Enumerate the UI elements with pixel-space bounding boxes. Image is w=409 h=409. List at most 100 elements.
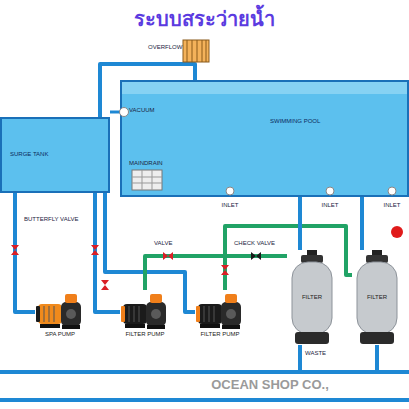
motor-fin — [139, 306, 140, 322]
part-label: VALVE — [154, 240, 172, 247]
overflow-grate — [183, 40, 209, 62]
motor-fin — [134, 306, 135, 322]
pump-base — [40, 324, 60, 328]
sand-filter: FILTER — [287, 250, 337, 345]
part-label: INLET — [221, 202, 238, 209]
overflow-grate — [183, 40, 209, 62]
pump-picture — [35, 290, 85, 330]
motor-fin — [129, 306, 130, 322]
pump-housing — [146, 302, 166, 326]
grate-bar — [187, 40, 188, 62]
motor-cap — [121, 306, 125, 322]
grate-bar — [142, 170, 143, 190]
pipe-connector — [298, 197, 302, 250]
watermark: OCEAN SHOP CO., — [211, 378, 329, 393]
pump-port — [151, 309, 161, 319]
valve-symbol — [91, 245, 99, 255]
pipe-connector — [95, 193, 120, 312]
pool-outline — [120, 80, 409, 197]
pipe-connector — [225, 226, 352, 290]
motor-cap — [196, 306, 200, 322]
inlet-fitting — [226, 187, 234, 195]
strainer-lid — [225, 294, 237, 303]
diagram-title: ระบบสระว่ายน้ำ — [0, 6, 409, 32]
pipe-connector — [145, 256, 287, 290]
pump-picture — [120, 290, 170, 330]
motor-fin — [209, 306, 210, 322]
pump-label: FILTER PUMP — [200, 331, 239, 338]
part-label: CHECK VALVE — [234, 240, 275, 247]
filter-pump: FILTER PUMP — [120, 290, 170, 339]
pump-base — [222, 325, 240, 329]
grate-bar — [152, 170, 153, 190]
part-label: INLET — [383, 202, 400, 209]
grate-bar — [197, 40, 198, 62]
part-label: BUTTERFLY VALVE — [24, 216, 79, 223]
return-pipe — [0, 370, 409, 374]
motor-fin — [49, 306, 50, 322]
part-label: OVERFLOW — [148, 44, 182, 51]
pump-port — [226, 309, 236, 319]
pipe-connector — [105, 193, 195, 312]
return-pipe — [0, 398, 409, 402]
swimming-pool: SWIMMING POOL — [120, 80, 409, 197]
inlet-fitting — [388, 187, 396, 195]
pump-base — [62, 325, 80, 329]
vacuum-fitting — [120, 108, 129, 117]
pump-base — [147, 325, 165, 329]
surge-tank: SURGE TANK — [0, 117, 110, 193]
inlet-fitting — [326, 187, 334, 195]
pump-housing — [221, 302, 241, 326]
spa-pump: SPA PUMP — [35, 290, 85, 339]
pump-motor — [38, 304, 62, 324]
part-label: INLET — [321, 202, 338, 209]
motor-cap — [36, 306, 40, 322]
filter-tank — [357, 262, 397, 334]
pipe-connector — [360, 197, 364, 250]
valve-symbol — [163, 252, 173, 260]
area-label: SWIMMING POOL — [270, 118, 320, 125]
motor-fin — [204, 306, 205, 322]
pressure-indicator — [391, 226, 403, 238]
filter-base — [295, 332, 329, 344]
valve-symbol — [101, 280, 109, 290]
filter-base — [360, 332, 394, 344]
part-label: WASTE — [305, 350, 326, 357]
filter-label: FILTER — [302, 294, 322, 301]
pump-motor — [198, 304, 222, 324]
pump-base — [200, 324, 220, 328]
pump-base — [125, 324, 145, 328]
grate-bar — [202, 40, 203, 62]
pump-port — [66, 309, 76, 319]
pump-label: FILTER PUMP — [125, 331, 164, 338]
pool-water — [121, 81, 408, 196]
maindrain-grate — [132, 170, 162, 190]
motor-fin — [214, 306, 215, 322]
grate-bar — [132, 177, 162, 178]
pump-housing — [61, 302, 81, 326]
filter-pump: FILTER PUMP — [195, 290, 245, 339]
filter-label: FILTER — [367, 294, 387, 301]
pump-motor — [123, 304, 147, 324]
pump-label: SPA PUMP — [45, 331, 75, 338]
waste-pipe — [375, 345, 379, 372]
valve-symbol — [221, 265, 229, 275]
area-label: SURGE TANK — [10, 151, 48, 158]
pump-picture — [195, 290, 245, 330]
pipe-connector — [15, 193, 35, 312]
grate-bar — [132, 183, 162, 184]
water-surface — [122, 82, 407, 94]
strainer-lid — [65, 294, 77, 303]
waste-pipe — [298, 345, 302, 372]
grate-bar — [192, 40, 193, 62]
strainer-lid — [150, 294, 162, 303]
sand-filter: FILTER — [352, 250, 402, 345]
motor-fin — [44, 306, 45, 322]
filter-tank — [292, 262, 332, 334]
check-valve-symbol — [251, 252, 261, 260]
motor-fin — [54, 306, 55, 322]
valve-symbol — [11, 245, 19, 255]
